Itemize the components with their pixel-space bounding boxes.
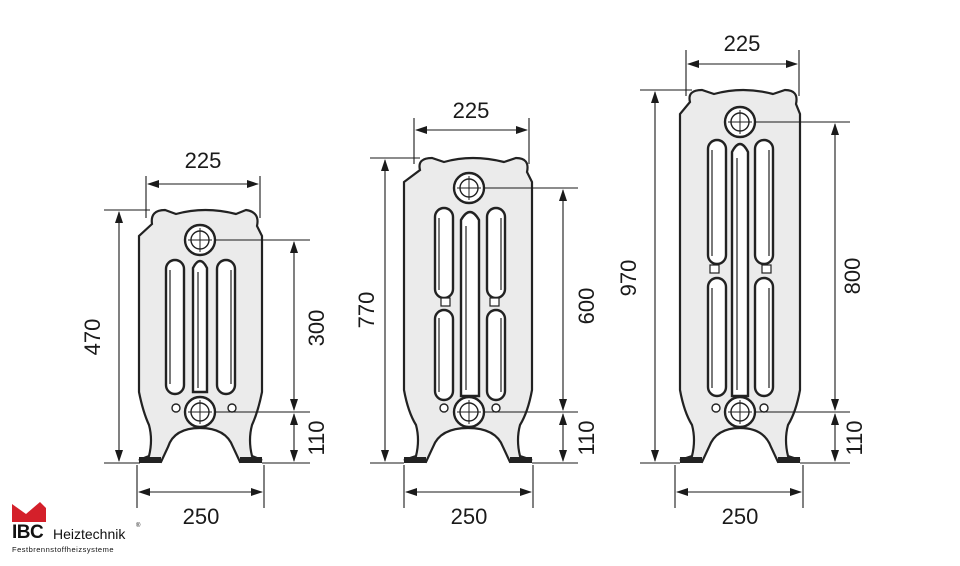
dim-label-connection-center: 600 <box>574 288 599 325</box>
dim-label-bottom-offset: 110 <box>842 420 867 455</box>
radiator-small-foot-left <box>139 457 161 463</box>
radiator-medium-slot <box>485 206 507 300</box>
logo-registered-mark: ® <box>136 523 141 529</box>
radiator-medium-foot-right <box>510 457 532 463</box>
dim-label-width-top: 225 <box>453 98 490 123</box>
radiator-small-slot <box>215 258 237 396</box>
radiator-small-bottom-connection <box>183 395 217 429</box>
radiator-tall-nipple <box>709 264 720 274</box>
radiator-tall-slot <box>706 276 728 398</box>
radiator-tall-slot <box>753 138 775 266</box>
logo-brand: IBC <box>12 522 44 543</box>
radiator-small-inner-lines <box>169 270 232 388</box>
radiator-tall-inner-lines <box>711 150 770 390</box>
radiator-medium-center-slot <box>459 210 481 398</box>
logo-tagline: Festbrennstoffheizsysteme <box>12 545 114 554</box>
dim-label-depth: 250 <box>722 504 759 529</box>
radiator-tall-slot <box>706 138 728 266</box>
radiator-tall: 225 970 800 110 250 <box>616 31 867 529</box>
radiator-small-plug <box>171 403 181 413</box>
radiator-medium-inner-lines <box>438 218 502 392</box>
dim-label-depth: 250 <box>451 504 488 529</box>
radiator-medium-slot <box>485 308 507 402</box>
radiator-tall-plug <box>759 403 769 413</box>
radiator-small-foot-right <box>240 457 262 463</box>
dim-label-total-height: 470 <box>80 319 105 356</box>
radiator-small-slot <box>164 258 186 396</box>
radiator-tall-plug <box>711 403 721 413</box>
dim-label-width-top: 225 <box>185 148 222 173</box>
radiator-small-center-slot <box>191 259 209 394</box>
radiator-small-plug <box>227 403 237 413</box>
radiator-tall-nipple <box>761 264 772 274</box>
dim-label-depth: 250 <box>183 504 220 529</box>
radiator-medium-foot-left <box>404 457 426 463</box>
radiator-medium-slot <box>433 308 455 402</box>
radiator-medium-plug <box>491 403 501 413</box>
radiator-tall-bottom-connection <box>723 395 757 429</box>
radiator-medium-top-connection <box>452 171 486 205</box>
dim-label-total-height: 770 <box>354 292 379 329</box>
dim-label-connection-center: 300 <box>304 310 329 347</box>
radiator-tall-top-connection <box>723 105 757 139</box>
radiator-small: 225 470 300 110 250 <box>80 148 329 529</box>
radiator-small-top-connection <box>183 223 217 257</box>
radiator-tall-center-slot <box>730 142 750 398</box>
ibc-logo: IBC Heiztechnik ® Festbrennstoffheizsyst… <box>10 498 145 558</box>
dim-label-total-height: 970 <box>616 260 641 297</box>
dim-label-bottom-offset: 110 <box>304 420 329 455</box>
radiator-medium-plug <box>439 403 449 413</box>
radiator-medium-bottom-connection <box>452 395 486 429</box>
logo-name: Heiztechnik <box>53 526 126 542</box>
ibc-roof-icon <box>12 502 46 522</box>
dim-label-connection-center: 800 <box>840 258 865 295</box>
radiator-tall-foot-left <box>680 457 702 463</box>
radiator-tall-foot-right <box>778 457 800 463</box>
radiator-medium-nipple <box>440 297 451 307</box>
radiator-medium-nipple <box>489 297 500 307</box>
radiator-tall-slot <box>753 276 775 398</box>
radiator-medium: 225 770 600 110 250 <box>354 98 599 529</box>
dim-label-width-top: 225 <box>724 31 761 56</box>
dim-label-bottom-offset: 110 <box>574 420 599 455</box>
radiator-medium-slot <box>433 206 455 300</box>
